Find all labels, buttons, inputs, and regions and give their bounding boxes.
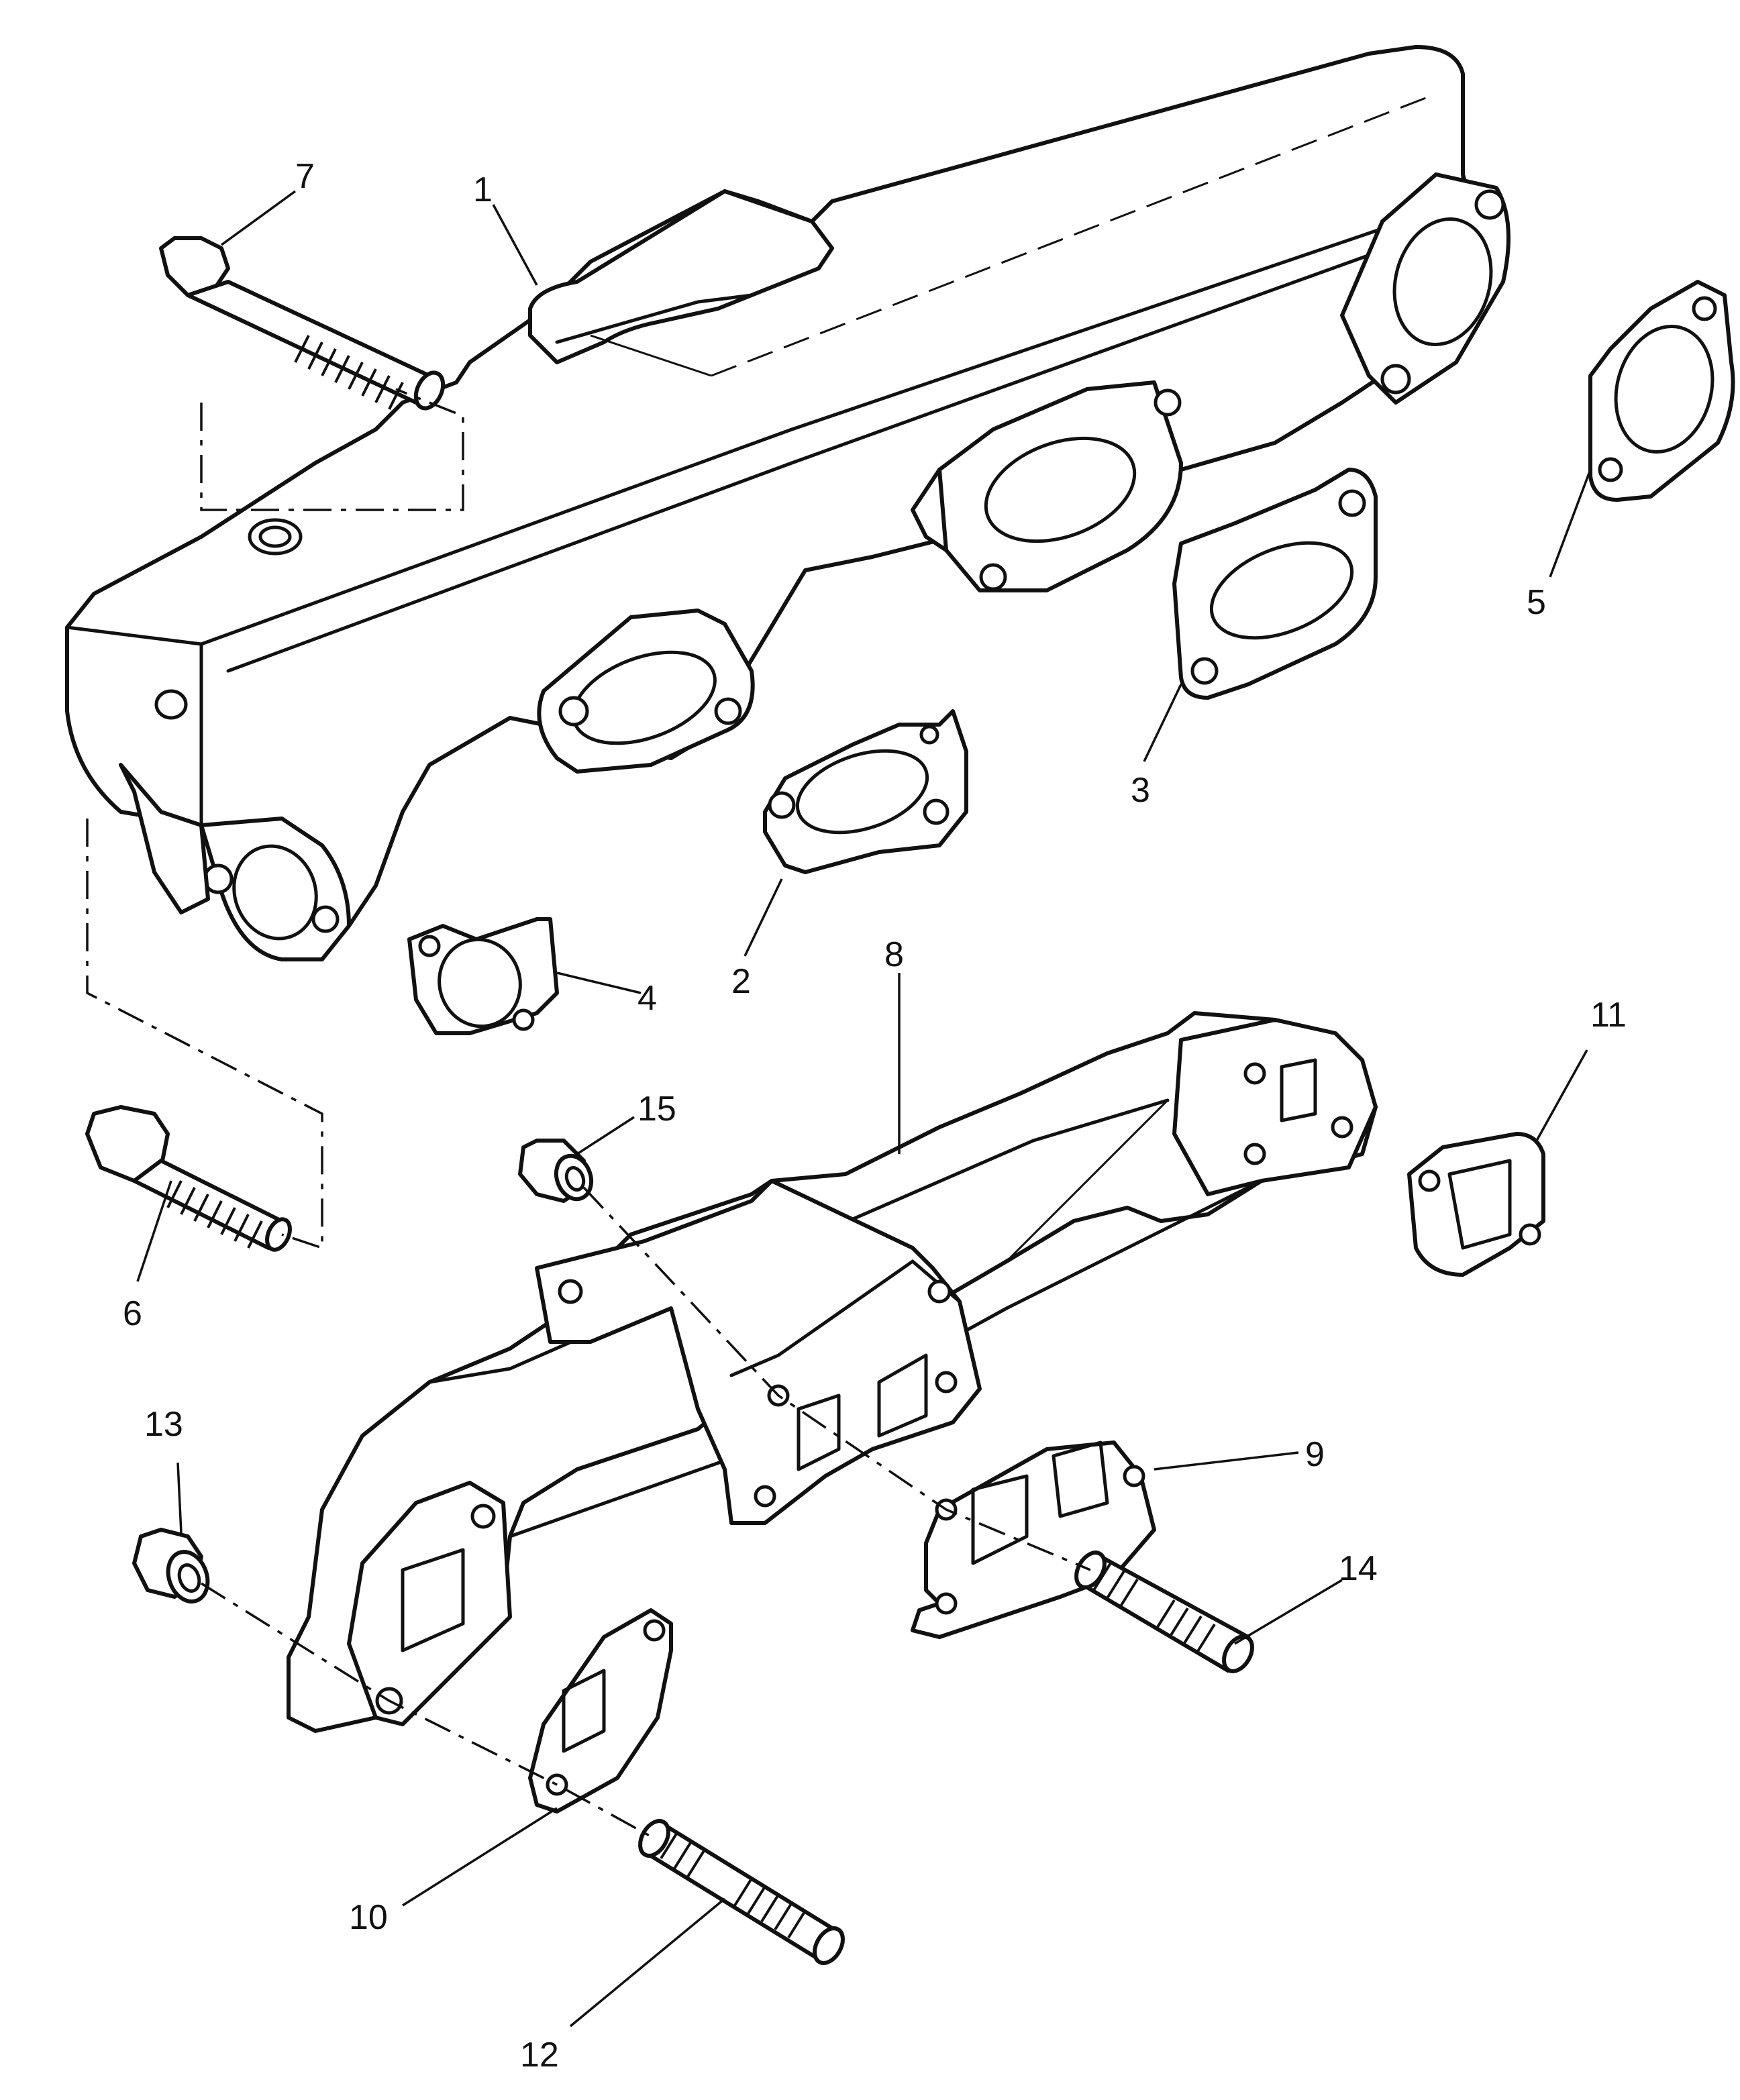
callout-labels: 1 2 3 4 5 6 7 8 9 10 11 12 13 14 15 xyxy=(123,157,1627,2075)
nut-15 xyxy=(518,1139,594,1203)
bolt-7 xyxy=(159,236,446,411)
callout-9: 9 xyxy=(1305,1435,1325,1474)
callout-4: 4 xyxy=(637,979,657,1018)
callout-6: 6 xyxy=(123,1294,142,1333)
gasket-4 xyxy=(407,917,559,1035)
gasket-3 xyxy=(1172,468,1378,700)
exhaust-manifold-upper xyxy=(65,45,1511,961)
callout-5: 5 xyxy=(1527,583,1546,622)
callout-2: 2 xyxy=(731,962,751,1001)
gasket-10 xyxy=(528,1608,673,1814)
assembly-centerlines xyxy=(86,388,1091,1840)
leader-lines xyxy=(136,190,1592,2028)
gasket-2 xyxy=(763,709,968,874)
gasket-5 xyxy=(1588,280,1735,502)
gasket-9 xyxy=(911,1440,1156,1639)
nut-13 xyxy=(132,1528,210,1604)
gasket-11 xyxy=(1407,1132,1545,1277)
callout-1: 1 xyxy=(473,170,493,209)
callout-8: 8 xyxy=(884,935,904,974)
callout-3: 3 xyxy=(1131,771,1150,810)
callout-11: 11 xyxy=(1590,996,1627,1035)
callout-10: 10 xyxy=(349,1898,388,1937)
callout-14: 14 xyxy=(1339,1549,1378,1588)
callout-7: 7 xyxy=(295,157,315,196)
stud-14 xyxy=(1074,1551,1254,1673)
callout-12: 12 xyxy=(520,2036,559,2075)
stud-12 xyxy=(638,1819,845,1965)
bolt-6 xyxy=(85,1105,292,1252)
callout-13: 13 xyxy=(144,1405,183,1444)
exhaust-manifold-lower xyxy=(287,1011,1378,1733)
callout-15: 15 xyxy=(637,1090,676,1128)
